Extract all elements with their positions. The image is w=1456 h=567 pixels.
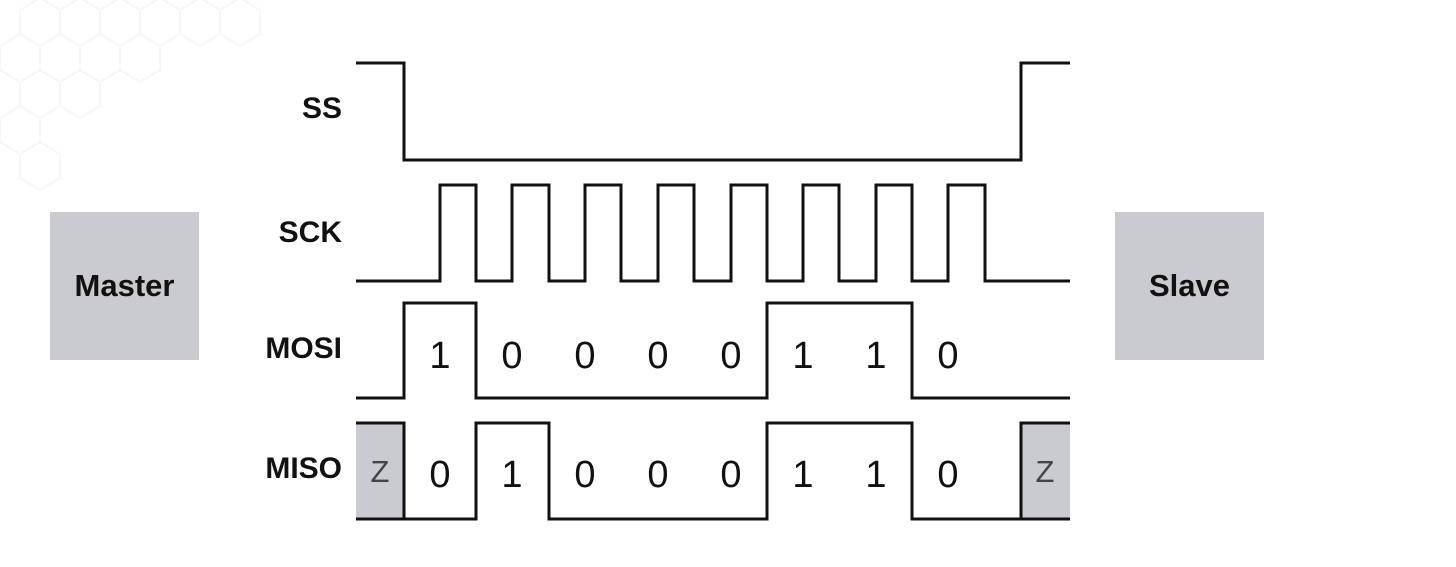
miso-z-start: Z (371, 454, 390, 489)
master-box: Master (50, 212, 199, 360)
mosi-bit-0: 1 (429, 335, 450, 377)
miso-bit-2: 0 (574, 454, 595, 496)
mosi-bit-4: 0 (720, 335, 741, 377)
mosi-label: MOSI (265, 332, 342, 365)
miso-bit-5: 1 (792, 454, 813, 496)
mosi-waveform (356, 301, 1070, 400)
miso-bit-3: 0 (647, 454, 668, 496)
miso-bit-4: 0 (720, 454, 741, 496)
master-label: Master (74, 268, 175, 303)
mosi-bit-1: 0 (501, 335, 522, 377)
sck-label: SCK (278, 216, 342, 249)
miso-z-end: Z (1036, 454, 1055, 489)
slave-box: Slave (1115, 212, 1264, 360)
miso-z-start-region (356, 423, 404, 519)
hexagon-pattern-background (0, 0, 261, 192)
miso-waveform (356, 421, 1070, 521)
miso-bit-7: 0 (937, 454, 958, 496)
mosi-bit-3: 0 (647, 335, 668, 377)
ss-label: SS (301, 92, 342, 125)
ss-waveform (356, 61, 1070, 162)
miso-label: MISO (265, 452, 342, 485)
mosi-bit-5: 1 (792, 335, 813, 377)
mosi-bit-2: 0 (574, 335, 595, 377)
mosi-bit-6: 1 (865, 335, 886, 377)
miso-z-end-region (1021, 423, 1070, 519)
sck-waveform (356, 183, 1070, 283)
slave-label: Slave (1148, 268, 1230, 303)
miso-bit-6: 1 (865, 454, 886, 496)
miso-bit-1: 1 (501, 454, 522, 496)
miso-bit-0: 0 (429, 454, 450, 496)
mosi-bit-7: 0 (937, 335, 958, 377)
